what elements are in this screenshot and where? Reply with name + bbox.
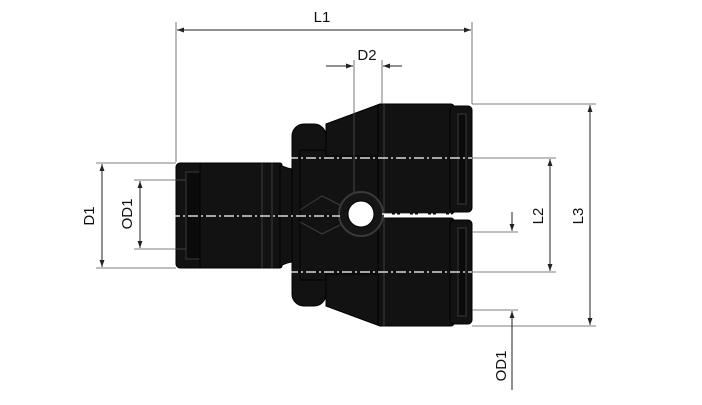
od1-bottom-label: OD1 [493,351,510,382]
upper-collet-groove [457,113,467,205]
l2-label: L2 [530,208,547,225]
d2-label: D2 [357,47,376,64]
od1-left-label: OD1 [119,199,136,230]
mounting-hole [347,200,375,228]
y-connector-part [170,103,473,327]
dimension-annotations: L1 D2 D1 OD1 L2 L3 OD1 [81,9,596,390]
d1-label: D1 [81,206,98,225]
upper-cone [325,103,381,157]
l1-label: L1 [314,9,331,26]
l3-label: L3 [570,208,587,225]
upper-body-section [377,103,455,215]
lower-cone [325,273,381,327]
